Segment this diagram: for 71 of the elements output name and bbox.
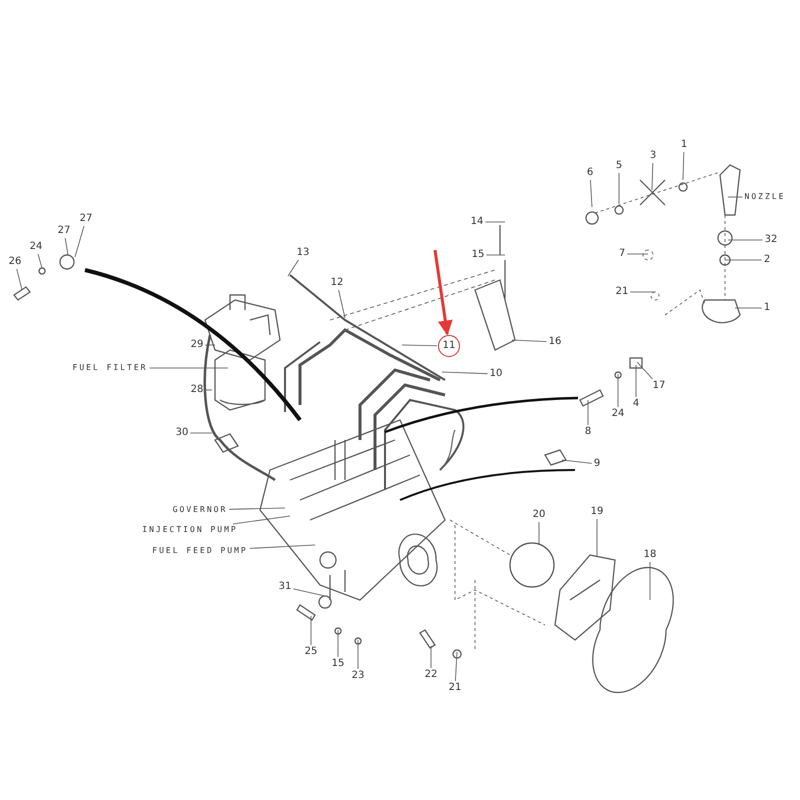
callout-number: 14 [470, 216, 484, 228]
callout-number: 32 [764, 234, 778, 246]
leader-line [338, 290, 346, 318]
callout-number: 24 [28, 241, 44, 253]
callout-number: 7 [618, 248, 626, 260]
callout-number: 3 [648, 150, 658, 162]
leader-line [590, 180, 592, 208]
callout-number: 27 [56, 225, 72, 237]
leader-line [538, 522, 540, 546]
callout-number: 15 [330, 658, 346, 670]
callout-number: 16 [548, 336, 562, 348]
callout-number: 28 [190, 384, 204, 396]
callout-number: 21 [614, 286, 630, 298]
leader-line [562, 460, 592, 464]
leader-line [74, 226, 84, 258]
callout-number: 1 [762, 302, 772, 314]
callout-number: 25 [304, 646, 318, 658]
callout-number: 29 [190, 339, 204, 351]
leader-line [249, 544, 316, 549]
callout-number: 10 [488, 368, 504, 380]
callout-number: 13 [296, 247, 310, 259]
part-label: FUEL FILTER [72, 363, 148, 373]
callout-number: 20 [532, 509, 546, 521]
callout-number: 12 [330, 277, 344, 289]
callout-number: 6 [586, 167, 594, 179]
callout-number: 18 [642, 549, 658, 561]
callout-number: 19 [590, 506, 604, 518]
callout-number: 4 [632, 398, 640, 410]
leader-line [442, 372, 488, 374]
callout-number: 27 [78, 213, 94, 225]
leader-line [728, 196, 743, 198]
callout-number: 5 [614, 160, 624, 172]
callout-number: 15 [470, 249, 486, 261]
callout-number: 22 [424, 669, 438, 681]
callout-number: 21 [448, 682, 462, 694]
callout-number: 26 [8, 256, 22, 268]
callout-number: 1 [680, 139, 688, 151]
leader-line [190, 432, 212, 434]
callout-number: 31 [278, 581, 292, 593]
leader-line [64, 238, 68, 256]
leader-line [682, 152, 684, 180]
callout-number: 17 [652, 380, 666, 392]
leader-line [512, 340, 548, 342]
callout-number: 9 [592, 458, 602, 470]
leader-line [652, 162, 654, 190]
callout-number: 30 [174, 427, 190, 439]
part-label: INJECTION PUMP [141, 525, 239, 535]
leader-line [16, 268, 22, 290]
leader-line [636, 362, 653, 380]
leader-line [310, 616, 312, 646]
leader-line [486, 254, 506, 256]
leader-line [402, 344, 438, 346]
part-label: GOVERNOR [172, 505, 228, 515]
leader-line [228, 508, 286, 510]
leader-line [38, 254, 42, 268]
leader-line [618, 172, 620, 204]
leader-line [596, 518, 598, 556]
arrow [434, 250, 453, 336]
part-label: NOZZLE [744, 192, 786, 202]
part-label: FUEL FEED PUMP [151, 546, 249, 556]
leader-line [232, 516, 290, 524]
callout-number: 24 [610, 408, 626, 420]
leader-line [430, 646, 432, 668]
callout-number: 23 [350, 670, 366, 682]
callout-number: 11 [438, 335, 460, 357]
leader-line [204, 344, 216, 346]
callout-number: 2 [762, 254, 772, 266]
callout-number: 8 [584, 426, 592, 438]
leader-line [288, 260, 299, 276]
leader-line [292, 588, 326, 596]
leader-line [455, 652, 458, 682]
